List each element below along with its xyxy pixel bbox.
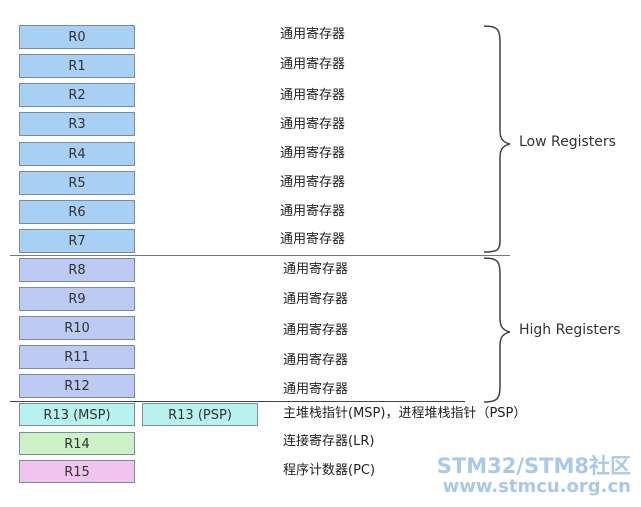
- register-desc-r5: 通用寄存器: [280, 175, 346, 190]
- register-desc-r13: 主堆栈指针(MSP)，进程堆栈指针（PSP）: [283, 406, 527, 421]
- register-r11: R11: [19, 345, 135, 369]
- register-r8: R8: [19, 258, 135, 282]
- register-r7: R7: [19, 229, 135, 253]
- register-desc-r7: 通用寄存器: [280, 232, 346, 247]
- register-r0: R0: [19, 25, 135, 49]
- register-desc-r11: 通用寄存器: [283, 353, 349, 368]
- register-desc-r6: 通用寄存器: [280, 204, 346, 219]
- register-desc-r3: 通用寄存器: [280, 117, 346, 132]
- general-special-divider: [10, 401, 465, 402]
- register-desc-r14: 连接寄存器(LR): [283, 434, 375, 449]
- register-desc-r0: 通用寄存器: [280, 27, 346, 42]
- register-r12: R12: [19, 374, 135, 398]
- register-desc-r9: 通用寄存器: [283, 292, 349, 307]
- group-braces: [483, 25, 511, 403]
- register-r13-psp: R13 (PSP): [142, 403, 258, 426]
- register-r2: R2: [19, 83, 135, 107]
- watermark-url: www.stmcu.org.cn: [442, 476, 631, 497]
- register-r9: R9: [19, 287, 135, 311]
- register-desc-r10: 通用寄存器: [283, 323, 349, 338]
- watermark-title: STM32/STM8社区: [436, 454, 631, 478]
- register-r14: R14: [19, 432, 135, 455]
- register-desc-r12: 通用寄存器: [283, 382, 349, 397]
- register-desc-r8: 通用寄存器: [283, 262, 349, 277]
- low-high-divider: [10, 255, 510, 256]
- register-r6: R6: [19, 200, 135, 224]
- register-r4: R4: [19, 142, 135, 166]
- register-r13-msp: R13 (MSP): [19, 403, 135, 426]
- register-r10: R10: [19, 316, 135, 340]
- low-registers-label: Low Registers: [519, 134, 616, 150]
- register-desc-r4: 通用寄存器: [280, 146, 346, 161]
- register-r15: R15: [19, 460, 135, 483]
- register-r3: R3: [19, 112, 135, 136]
- high-registers-label: High Registers: [519, 322, 621, 338]
- low-registers-brace: [483, 25, 511, 253]
- register-r1: R1: [19, 54, 135, 78]
- register-desc-r1: 通用寄存器: [280, 57, 346, 72]
- register-desc-r15: 程序计数器(PC): [283, 463, 376, 478]
- register-desc-r2: 通用寄存器: [280, 88, 346, 103]
- register-r5: R5: [19, 171, 135, 195]
- high-registers-brace: [483, 257, 511, 403]
